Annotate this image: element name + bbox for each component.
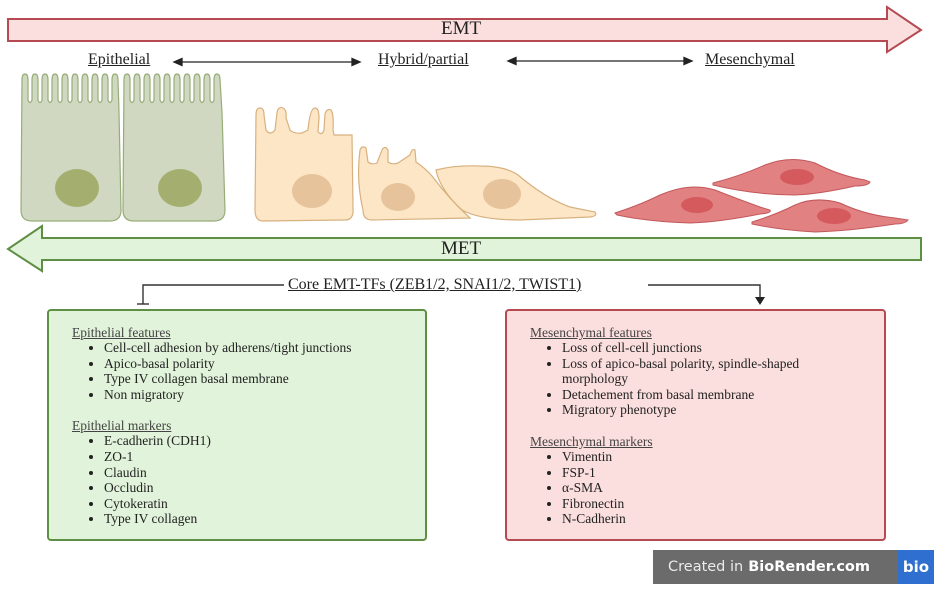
core-emt-tfs-label: Core EMT-TFs (ZEB1/2, SNAI1/2, TWIST1) bbox=[286, 276, 584, 294]
mesenchymal-markers-title: Mesenchymal markers bbox=[530, 433, 653, 449]
mesenchymal-nucleus bbox=[817, 208, 851, 224]
list-item: Occludin bbox=[104, 480, 425, 496]
inhibition-connector bbox=[137, 284, 284, 305]
epithelial-markers-list: E-cadherin (CDH1) ZO-1 Claudin Occludin … bbox=[72, 433, 425, 527]
list-item: Type IV collagen bbox=[104, 511, 425, 527]
met-arrow bbox=[6, 224, 922, 273]
epithelial-features-box: Epithelial features Cell-cell adhesion b… bbox=[47, 309, 427, 541]
mesenchymal-features-title: Mesenchymal features bbox=[530, 325, 652, 340]
list-item: ZO-1 bbox=[104, 449, 425, 465]
list-item: α-SMA bbox=[562, 480, 884, 496]
mesenchymal-markers-list: Vimentin FSP-1 α-SMA Fibronectin N-Cadhe… bbox=[530, 449, 884, 527]
hybrid-cell-2 bbox=[357, 146, 472, 221]
emt-arrow bbox=[7, 5, 923, 54]
list-item: Cytokeratin bbox=[104, 496, 425, 512]
mesenchymal-cell-1 bbox=[614, 186, 771, 224]
mesenchymal-features-box: Mesenchymal features Loss of cell-cell j… bbox=[505, 309, 886, 541]
hybrid-mesenchymal-double-arrow bbox=[506, 56, 694, 66]
mesenchymal-nucleus bbox=[681, 197, 713, 213]
mesenchymal-nucleus bbox=[780, 169, 814, 185]
activation-arrowhead bbox=[755, 297, 765, 305]
biorender-badge[interactable]: Created in BioRender.com bio bbox=[653, 550, 934, 584]
list-item: E-cadherin (CDH1) bbox=[104, 433, 425, 449]
epithelial-cell-right bbox=[122, 73, 226, 222]
hybrid-nucleus bbox=[292, 174, 332, 208]
badge-prefix: Created in bbox=[668, 559, 744, 575]
epithelial-hybrid-double-arrow bbox=[172, 57, 362, 67]
mesenchymal-cell-3 bbox=[751, 199, 909, 233]
activation-connector bbox=[648, 284, 761, 298]
list-item: Migratory phenotype bbox=[562, 402, 844, 418]
hybrid-nucleus bbox=[381, 183, 415, 211]
list-item: Fibronectin bbox=[562, 496, 884, 512]
epithelial-features-list: Cell-cell adhesion by adherens/tight jun… bbox=[72, 340, 425, 402]
list-item: FSP-1 bbox=[562, 465, 884, 481]
hybrid-cell-3 bbox=[435, 165, 597, 221]
list-item: Loss of apico-basal polarity, spindle-sh… bbox=[562, 356, 844, 387]
list-item: Vimentin bbox=[562, 449, 884, 465]
state-label-hybrid: Hybrid/partial bbox=[378, 51, 469, 68]
emt-label: EMT bbox=[441, 18, 482, 39]
list-item: Claudin bbox=[104, 465, 425, 481]
epithelial-nucleus bbox=[55, 169, 99, 207]
list-item: N-Cadherin bbox=[562, 511, 884, 527]
epithelial-nucleus bbox=[158, 169, 202, 207]
list-item: Detachement from basal membrane bbox=[562, 387, 844, 403]
mesenchymal-cell-2 bbox=[712, 159, 871, 196]
hybrid-cell-1 bbox=[254, 106, 354, 222]
epithelial-features-title: Epithelial features bbox=[72, 325, 171, 340]
list-item: Cell-cell adhesion by adherens/tight jun… bbox=[104, 340, 425, 356]
list-item: Non migratory bbox=[104, 387, 425, 403]
state-label-mesenchymal: Mesenchymal bbox=[705, 51, 795, 68]
mesenchymal-features-list: Loss of cell-cell junctions Loss of apic… bbox=[530, 340, 884, 418]
epithelial-markers-title: Epithelial markers bbox=[72, 418, 172, 434]
list-item: Apico-basal polarity bbox=[104, 356, 425, 372]
biorender-logo-icon: bio bbox=[898, 550, 934, 584]
hybrid-nucleus bbox=[483, 179, 521, 209]
list-item: Loss of cell-cell junctions bbox=[562, 340, 844, 356]
badge-text: Created in BioRender.com bbox=[653, 550, 898, 584]
badge-brand: BioRender.com bbox=[748, 559, 870, 575]
met-label: MET bbox=[441, 238, 482, 259]
list-item: Type IV collagen basal membrane bbox=[104, 371, 425, 387]
epithelial-cell-left bbox=[20, 73, 122, 222]
state-label-epithelial: Epithelial bbox=[88, 51, 151, 68]
